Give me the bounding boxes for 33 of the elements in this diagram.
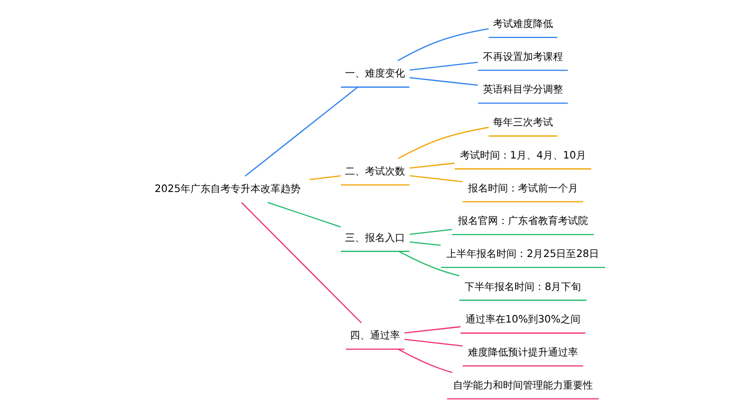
node-text: 通过率在10%到30%之间 [464, 314, 580, 326]
connector [398, 126, 488, 159]
connector [398, 250, 459, 276]
node-text: 不再设置加考课程 [482, 52, 562, 63]
node-text: 英语科目学分调整 [482, 84, 562, 96]
node-text: 三、报名入口 [344, 232, 405, 244]
node-text: 二、考试次数 [344, 166, 405, 178]
node-text: 考试难度降低 [492, 19, 552, 30]
connector [409, 77, 478, 86]
node-text: 下半年报名时间：8月下旬 [464, 282, 581, 293]
connector [308, 175, 340, 180]
connector [267, 202, 340, 228]
node-text: 难度降低预计提升通过率 [467, 348, 578, 359]
node-text: 每年三次考试 [492, 118, 552, 129]
node-text: 上半年报名时间：2月25日至28日 [446, 248, 599, 260]
node-text: 一、难度变化 [344, 68, 405, 80]
connector [409, 62, 478, 71]
connector [409, 162, 454, 169]
connector [409, 228, 452, 235]
node-text: 报名时间：考试前一个月 [467, 183, 578, 194]
connector [244, 86, 358, 177]
node-text: 自学能力和时间管理能力重要性 [452, 380, 592, 392]
connector [409, 241, 440, 246]
connector [409, 175, 462, 182]
connector [398, 348, 452, 374]
node-text: 四、通过率 [350, 330, 400, 342]
connector [396, 28, 488, 62]
node-text: 2025年广东自考专升本改革趋势 [154, 184, 300, 196]
connector [404, 326, 460, 334]
node-text: 考试时间：1月、4月、10月 [459, 150, 586, 162]
connector [404, 338, 462, 347]
node-text: 报名官网：广东省教育考试院 [457, 216, 588, 228]
connector [240, 202, 362, 324]
